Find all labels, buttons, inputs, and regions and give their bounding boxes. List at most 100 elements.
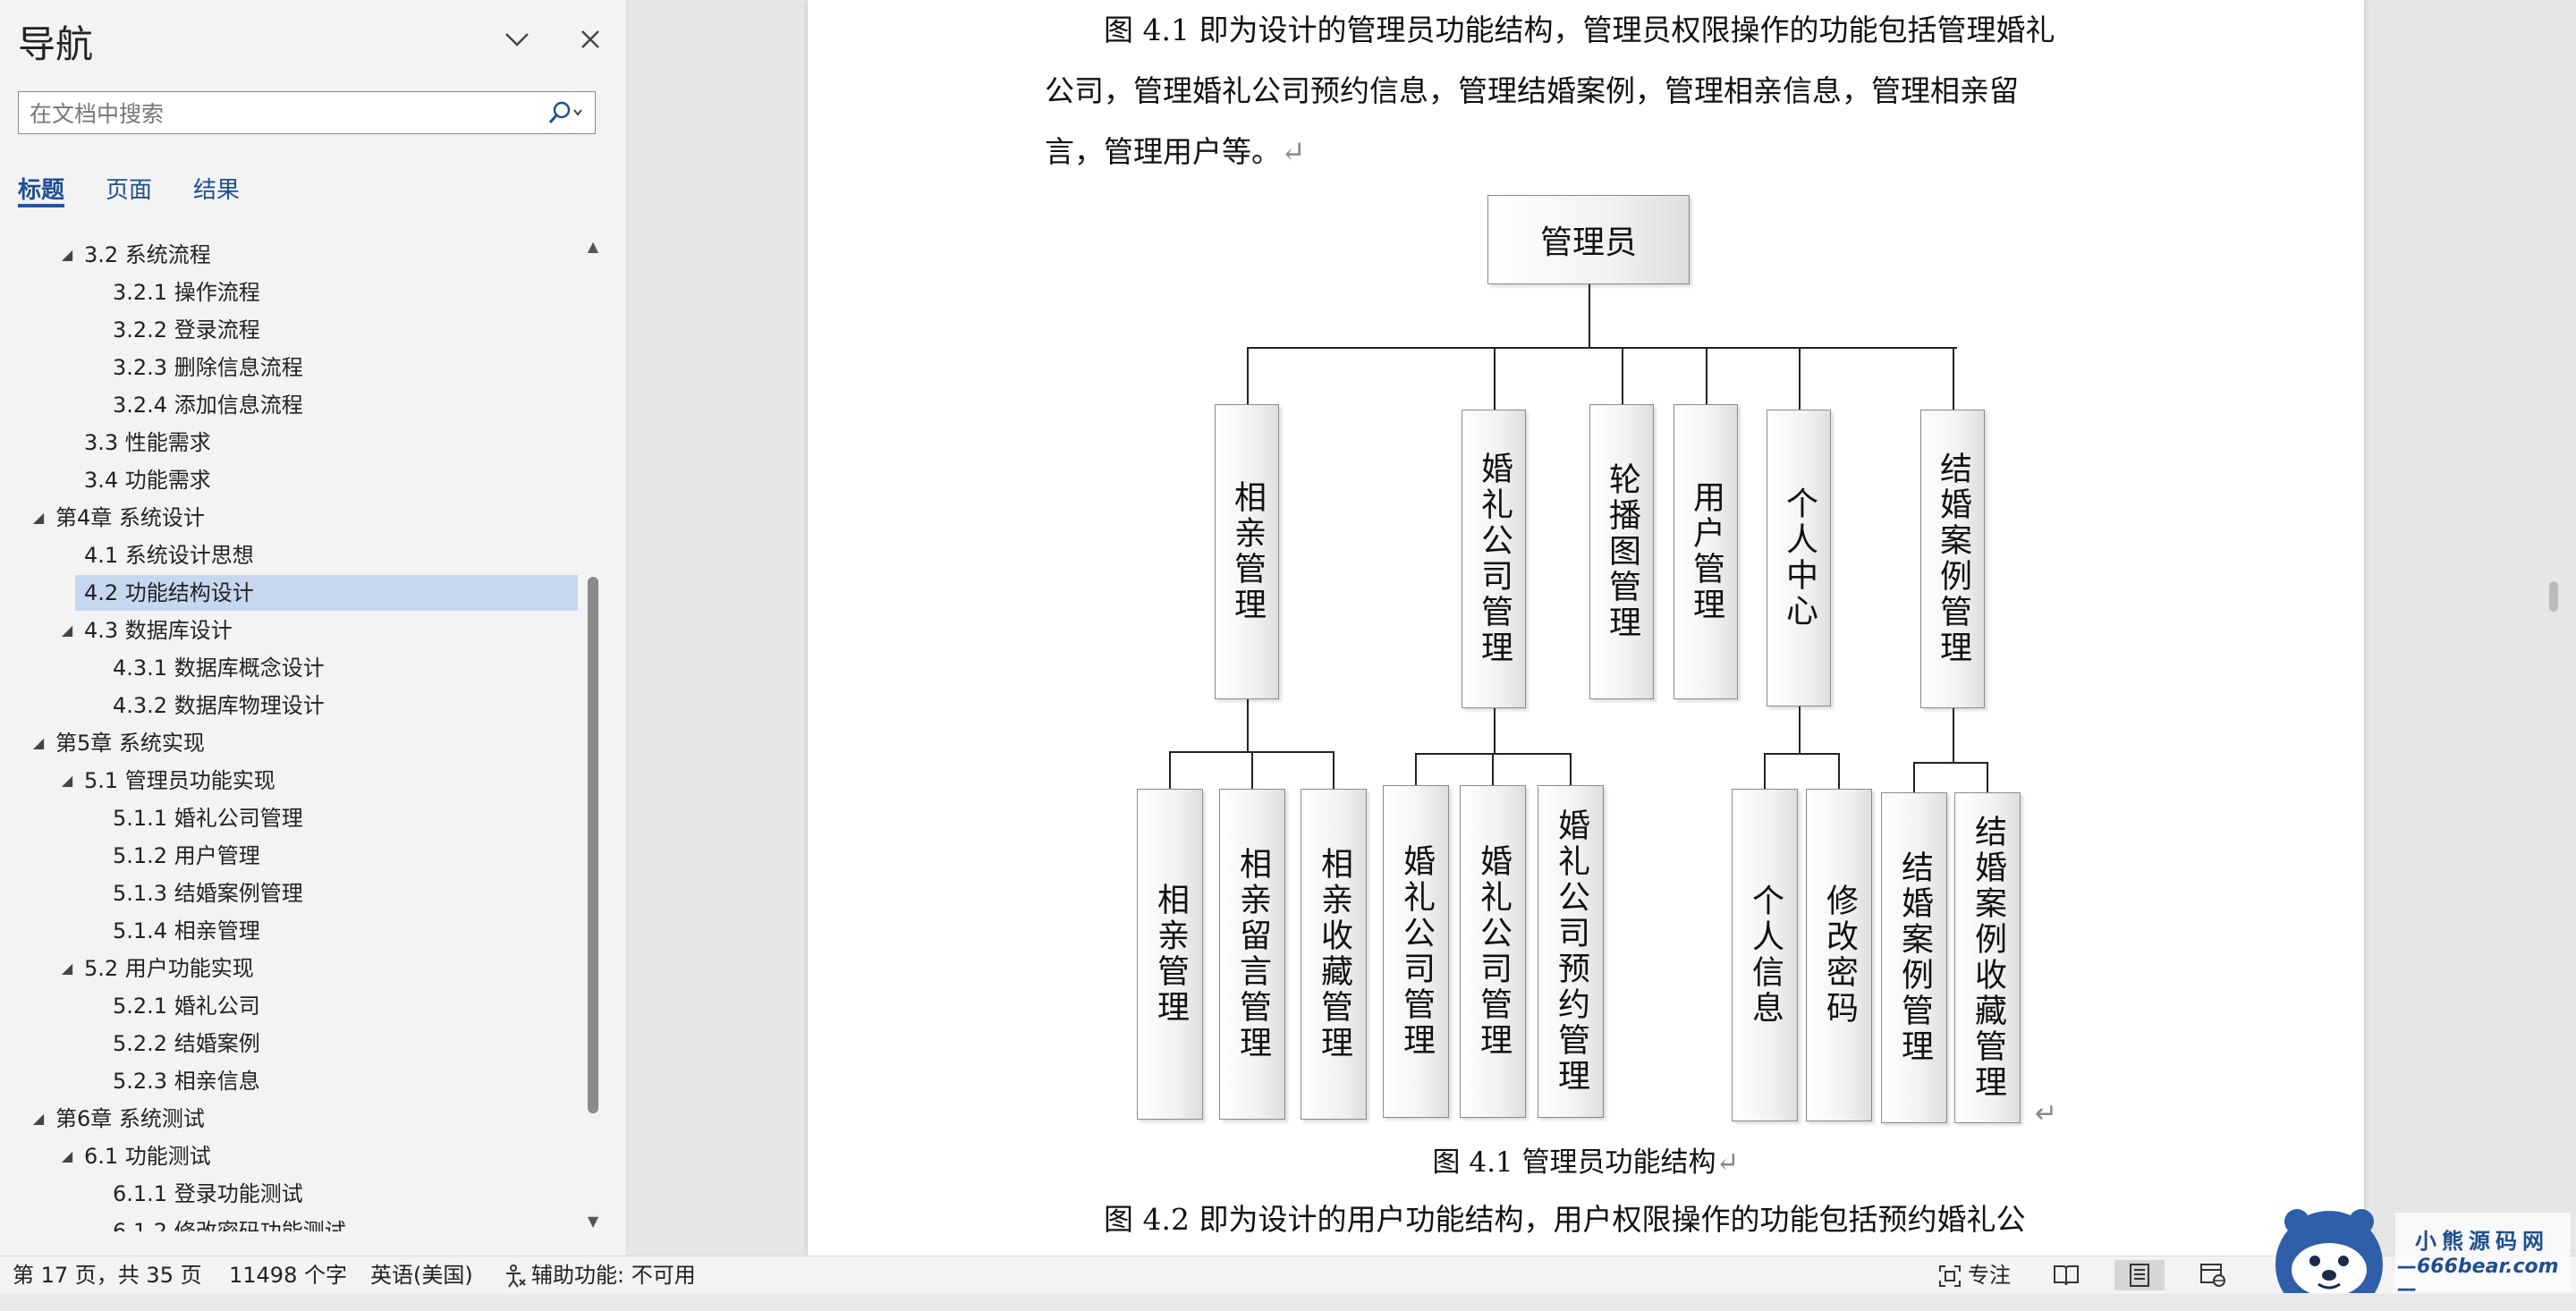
connector-line bbox=[1169, 751, 1171, 789]
watermark-title: 小熊源码网 bbox=[2415, 1229, 2549, 1254]
nav-scrollbar[interactable]: ▲ ▼ bbox=[581, 237, 605, 1231]
nav-heading-label: 6.1 功能测试 bbox=[84, 1144, 211, 1169]
diagram-level2-box: 相亲收藏管理 bbox=[1301, 789, 1367, 1120]
nav-heading-label: 3.4 功能需求 bbox=[84, 468, 211, 493]
diagram-box-label: 相亲留言管理 bbox=[1234, 847, 1271, 1061]
diagram-box-label: 相亲管理 bbox=[1152, 883, 1189, 1026]
search-icon bbox=[548, 101, 582, 123]
web-layout-button[interactable] bbox=[2188, 1260, 2238, 1290]
language-indicator[interactable]: 英语(美国) bbox=[370, 1263, 473, 1288]
nav-heading-item[interactable]: 4.2 功能结构设计 bbox=[18, 575, 578, 611]
diagram-level2-box: 个人信息 bbox=[1732, 789, 1798, 1121]
nav-heading-item[interactable]: 5.2.1 婚礼公司 bbox=[18, 988, 578, 1024]
nav-heading-item[interactable]: ◢ 第6章 系统测试 bbox=[18, 1101, 578, 1137]
scroll-up-icon[interactable]: ▲ bbox=[587, 238, 599, 255]
expand-toggle-icon[interactable]: ◢ bbox=[61, 960, 73, 977]
read-mode-button[interactable] bbox=[2041, 1260, 2091, 1290]
nav-heading-item[interactable]: ◢ 5.1 管理员功能实现 bbox=[18, 763, 578, 799]
tab-results[interactable]: 结果 bbox=[193, 177, 241, 204]
diagram-level1-box: 相亲管理 bbox=[1215, 404, 1279, 699]
search-input[interactable] bbox=[28, 97, 541, 130]
nav-search-box bbox=[18, 91, 596, 134]
nav-options-button[interactable] bbox=[496, 18, 538, 61]
expand-toggle-icon[interactable]: ◢ bbox=[32, 734, 45, 751]
connector-line bbox=[1415, 753, 1417, 785]
nav-heading-item[interactable]: 3.3 性能需求 bbox=[18, 425, 578, 461]
nav-heading-label: 5.2.1 婚礼公司 bbox=[113, 994, 260, 1019]
nav-heading-label: 5.1 管理员功能实现 bbox=[84, 768, 275, 793]
connector-line bbox=[1953, 347, 1954, 410]
nav-heading-label: 5.1.4 相亲管理 bbox=[113, 918, 260, 943]
nav-heading-item[interactable]: 5.1.3 结婚案例管理 bbox=[18, 875, 578, 911]
expand-toggle-icon[interactable]: ◢ bbox=[61, 772, 73, 789]
connector-line bbox=[1706, 347, 1707, 404]
connector-line bbox=[1622, 347, 1623, 404]
nav-heading-item[interactable]: 3.2.1 操作流程 bbox=[18, 275, 578, 310]
figure-caption: 图 4.1 管理员功能结构↵ bbox=[808, 1139, 2364, 1180]
nav-heading-item[interactable]: ◢第4章 系统设计 bbox=[18, 500, 578, 536]
nav-heading-item[interactable]: ◢ 6.1 功能测试 bbox=[18, 1138, 578, 1174]
caption-text: 图 4.1 管理员功能结构 bbox=[1432, 1146, 1716, 1179]
scroll-down-icon[interactable]: ▼ bbox=[587, 1213, 599, 1230]
connector-line bbox=[1251, 751, 1253, 789]
nav-heading-label: 6.1.2 修改密码功能测试 bbox=[113, 1219, 346, 1231]
nav-heading-label: 5.1.1 婚礼公司管理 bbox=[113, 806, 303, 831]
nav-heading-item[interactable]: 3.2.3 删除信息流程 bbox=[18, 350, 578, 385]
nav-heading-item[interactable]: 5.2.2 结婚案例 bbox=[18, 1026, 578, 1061]
expand-toggle-icon[interactable]: ◢ bbox=[61, 246, 73, 263]
book-icon bbox=[2054, 1265, 2079, 1286]
nav-heading-item[interactable]: 4.1 系统设计思想 bbox=[18, 537, 578, 573]
expand-toggle-icon[interactable]: ◢ bbox=[32, 1110, 45, 1127]
accessibility-status[interactable]: 辅助功能: 不可用 bbox=[503, 1256, 696, 1294]
connector-line bbox=[1987, 762, 1988, 792]
nav-heading-item[interactable]: 5.1.1 婚礼公司管理 bbox=[18, 800, 578, 836]
nav-heading-item[interactable]: 3.2.2 登录流程 bbox=[18, 312, 578, 348]
expand-toggle-icon[interactable]: ◢ bbox=[61, 1147, 73, 1164]
nav-heading-item[interactable]: 4.3.1 数据库概念设计 bbox=[18, 650, 578, 686]
nav-heading-item[interactable]: 3.4 功能需求 bbox=[18, 462, 578, 498]
nav-scroll-thumb[interactable] bbox=[588, 577, 598, 1113]
diagram-box-label: 婚礼公司管理 bbox=[1398, 844, 1435, 1059]
bear-logo-icon bbox=[2275, 1209, 2571, 1311]
document-scroll-thumb[interactable] bbox=[2549, 581, 2558, 612]
nav-heading-label: 4.1 系统设计思想 bbox=[84, 543, 254, 568]
nav-heading-label: 5.1.2 用户管理 bbox=[113, 843, 260, 868]
nav-heading-item[interactable]: ◢第5章 系统实现 bbox=[18, 725, 578, 761]
search-button[interactable] bbox=[543, 97, 588, 128]
focus-icon bbox=[1939, 1265, 1961, 1287]
nav-heading-item[interactable]: 5.1.4 相亲管理 bbox=[18, 913, 578, 949]
nav-heading-item[interactable]: ◢3.2 系统流程 bbox=[18, 237, 578, 273]
diagram-level1-box: 用户管理 bbox=[1674, 404, 1738, 699]
web-layout-icon bbox=[2200, 1264, 2225, 1287]
nav-heading-item[interactable]: 4.3.2 数据库物理设计 bbox=[18, 688, 578, 723]
nav-heading-label: 第6章 系统测试 bbox=[55, 1106, 205, 1131]
document-area: 图 4.1 即为设计的管理员功能结构，管理员权限操作的功能包括管理婚礼公司，管理… bbox=[627, 0, 2576, 1298]
tab-pages[interactable]: 页面 bbox=[106, 177, 153, 204]
nav-title: 导航 bbox=[18, 22, 94, 66]
nav-heading-item[interactable]: 6.1.2 修改密码功能测试 bbox=[18, 1214, 578, 1231]
tab-headings[interactable]: 标题 bbox=[18, 172, 65, 207]
diagram-box-label: 个人信息 bbox=[1747, 884, 1784, 1027]
connector-line bbox=[1247, 699, 1249, 751]
focus-mode-button[interactable]: 专注 bbox=[1937, 1256, 2011, 1294]
nav-heading-item[interactable]: 6.1.1 登录功能测试 bbox=[18, 1176, 578, 1212]
nav-heading-label: 4.3.1 数据库概念设计 bbox=[113, 656, 325, 681]
nav-heading-item[interactable]: 5.2.3 相亲信息 bbox=[18, 1063, 578, 1099]
print-layout-button[interactable] bbox=[2114, 1260, 2165, 1290]
diagram-level2-box: 相亲管理 bbox=[1137, 789, 1203, 1120]
nav-heading-item[interactable]: ◢4.3 数据库设计 bbox=[18, 613, 578, 648]
nav-heading-item[interactable]: 5.1.2 用户管理 bbox=[18, 838, 578, 874]
expand-toggle-icon[interactable]: ◢ bbox=[32, 509, 45, 526]
word-count[interactable]: 11498 个字 bbox=[229, 1263, 347, 1288]
expand-toggle-icon[interactable]: ◢ bbox=[61, 622, 73, 639]
connector-line bbox=[1492, 753, 1494, 785]
page-count[interactable]: 第 17 页，共 35 页 bbox=[13, 1263, 202, 1288]
diagram-box-label: 结婚案例管理 bbox=[1896, 850, 1933, 1065]
nav-close-button[interactable] bbox=[569, 18, 612, 61]
document-page[interactable]: 图 4.1 即为设计的管理员功能结构，管理员权限操作的功能包括管理婚礼公司，管理… bbox=[808, 0, 2364, 1298]
nav-heading-item[interactable]: ◢5.2 用户功能实现 bbox=[18, 951, 578, 986]
nav-heading-item[interactable]: 3.2.4 添加信息流程 bbox=[18, 387, 578, 423]
diagram-level2-box: 结婚案例管理 bbox=[1881, 792, 1947, 1123]
page-layout-icon bbox=[2130, 1264, 2149, 1287]
